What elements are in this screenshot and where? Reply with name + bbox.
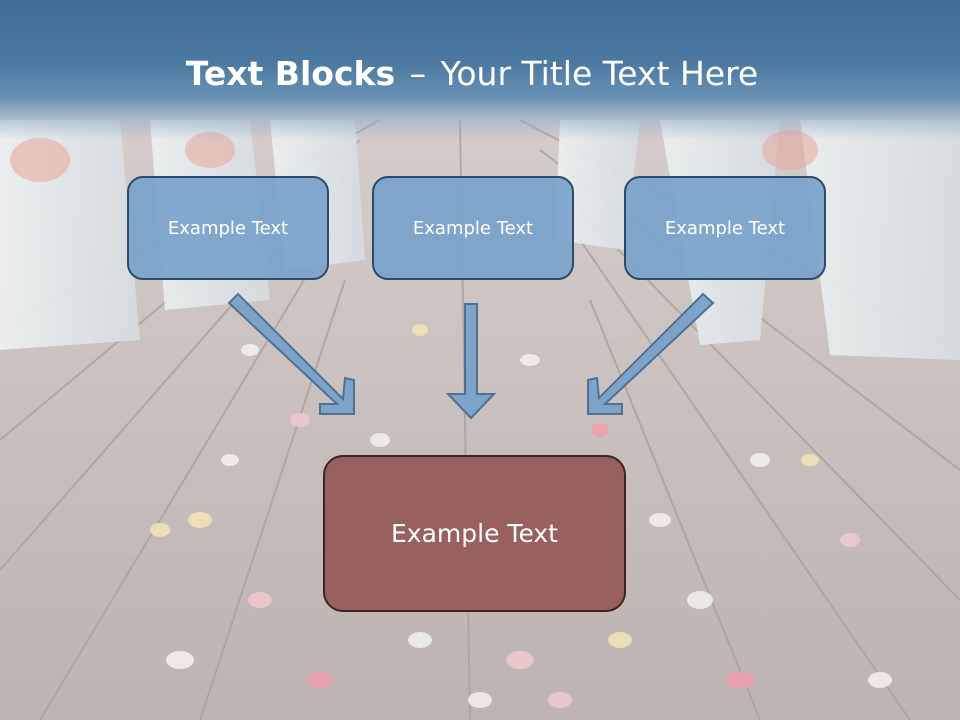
text-block-3: Example Text bbox=[624, 176, 826, 280]
text-block-2: Example Text bbox=[372, 176, 574, 280]
title-rest-part: Your Title Text Here bbox=[440, 54, 759, 93]
text-block-1-label: Example Text bbox=[167, 217, 289, 239]
title-band bbox=[0, 0, 960, 140]
text-block-3-label: Example Text bbox=[664, 217, 786, 239]
slide-title: Text Blocks – Your Title Text Here bbox=[0, 52, 944, 96]
text-block-1: Example Text bbox=[127, 176, 329, 280]
target-text-block-label: Example Text bbox=[391, 519, 558, 548]
title-bold-part: Text Blocks bbox=[185, 54, 396, 93]
target-text-block: Example Text bbox=[323, 455, 626, 612]
title-separator: – bbox=[409, 54, 427, 93]
text-block-2-label: Example Text bbox=[412, 217, 534, 239]
